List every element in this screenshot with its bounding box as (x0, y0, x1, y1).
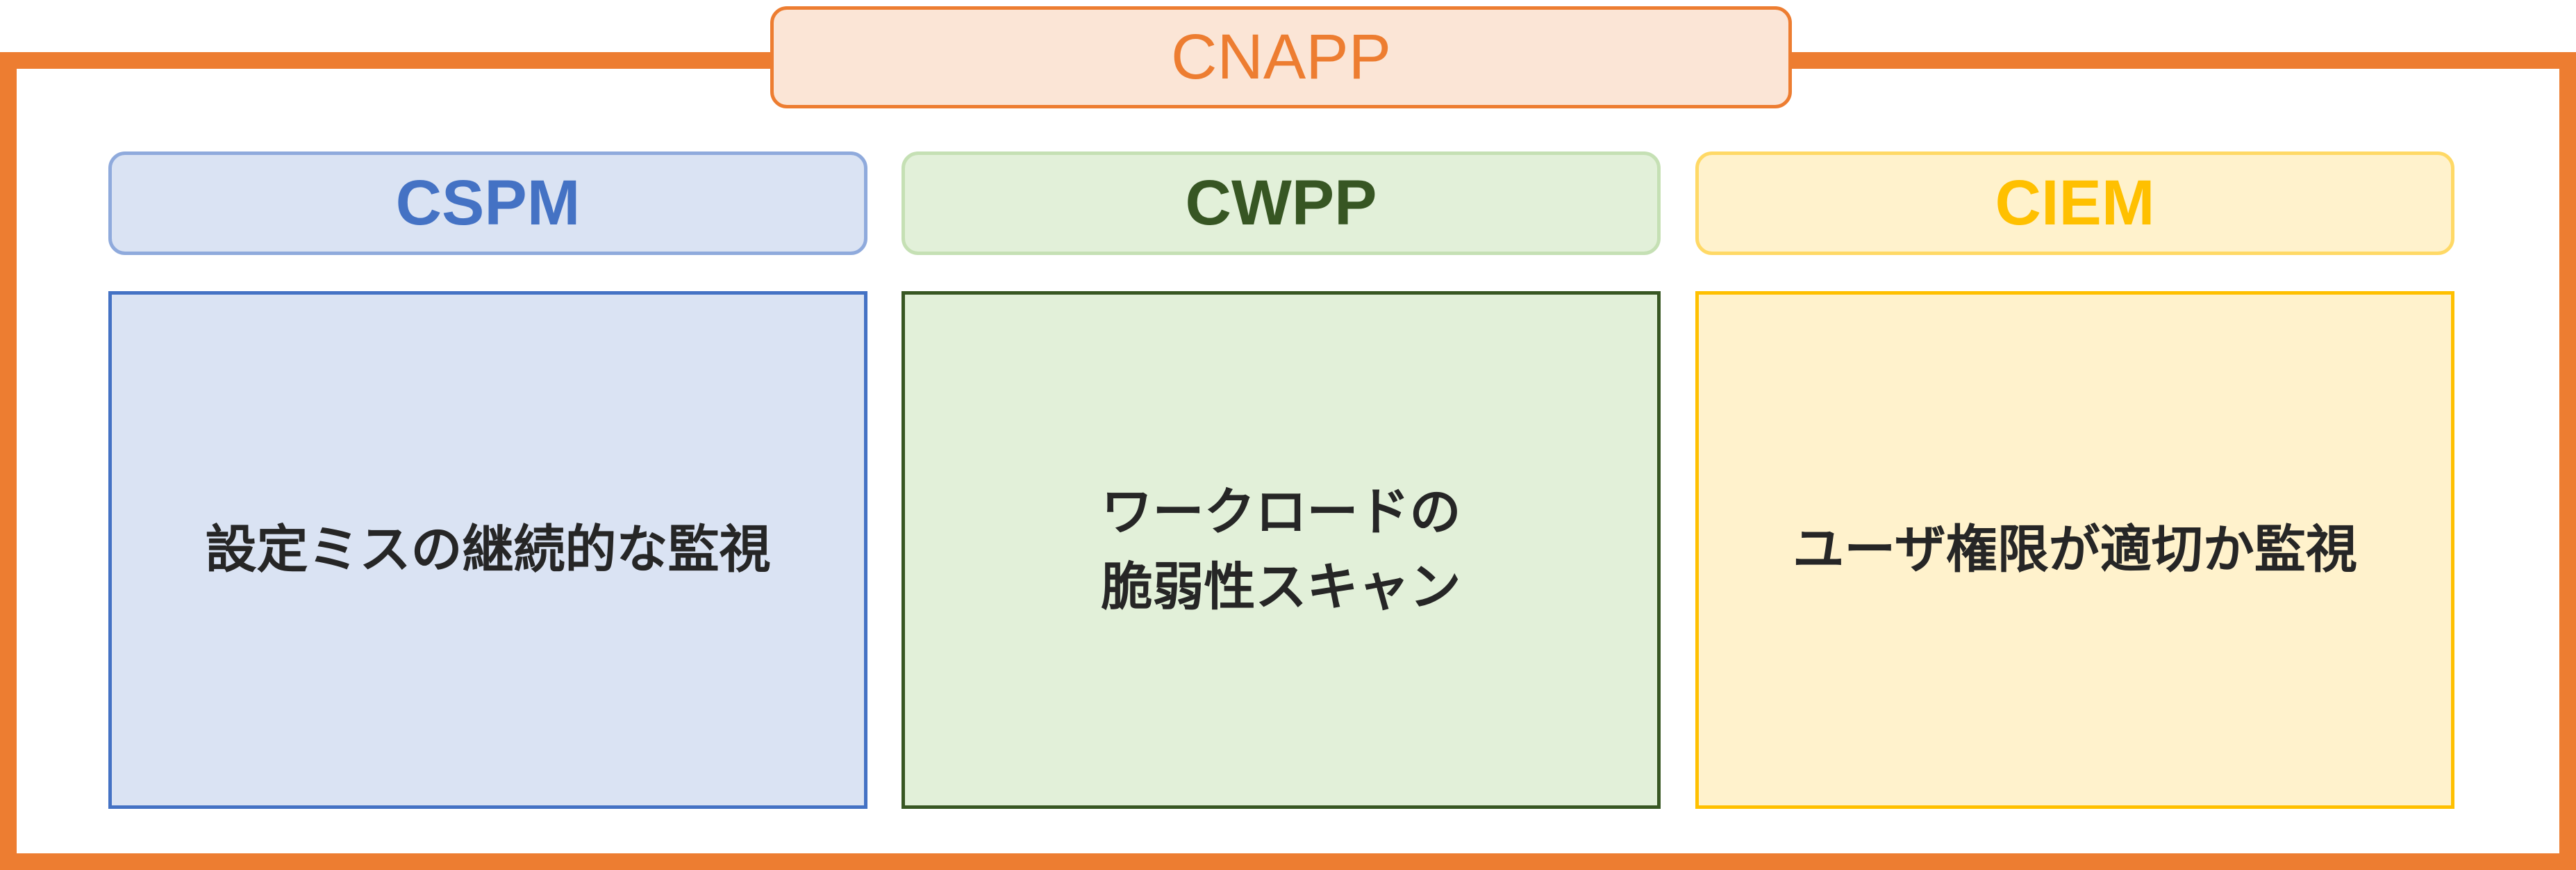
cspm-description: 設定ミスの継続的な監視 (205, 519, 771, 580)
cnapp-title-text: CNAPP (1171, 22, 1391, 92)
cwpp-header-text: CWPP (1185, 167, 1377, 238)
cspm-header: CSPM (108, 151, 867, 255)
ciem-description-box: ユーザ権限が適切か監視 (1695, 291, 2454, 809)
cspm-header-text: CSPM (395, 167, 581, 238)
cwpp-description-box: ワークロードの 脆弱性スキャン (901, 291, 1661, 809)
ciem-header: CIEM (1695, 151, 2454, 255)
ciem-description: ユーザ権限が適切か監視 (1793, 519, 2357, 580)
ciem-header-text: CIEM (1995, 167, 2155, 238)
cwpp-description-line-1: ワークロードの (1101, 482, 1461, 543)
cwpp-description-line-2: 脆弱性スキャン (1101, 557, 1461, 617)
cwpp-header: CWPP (901, 151, 1661, 255)
cspm-description-box: 設定ミスの継続的な監視 (108, 291, 867, 809)
cnapp-title: CNAPP (770, 6, 1792, 108)
